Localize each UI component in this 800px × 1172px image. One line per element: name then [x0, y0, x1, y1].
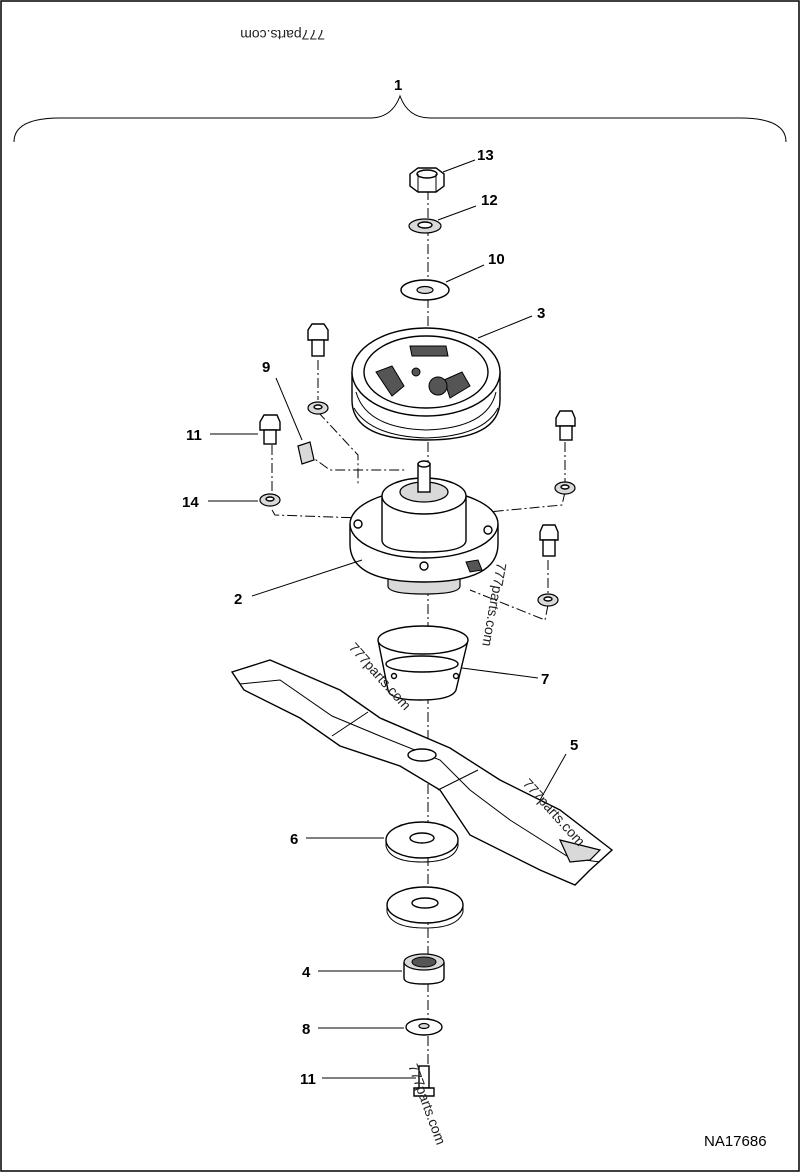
washer-part-8: [405, 1018, 443, 1036]
washer-lower: [386, 886, 464, 929]
right-bolt-paths: [469, 442, 566, 621]
callout-11-upper: 11: [186, 427, 202, 444]
bolt-upper-left: [307, 323, 329, 415]
bolt-part-11-lower: [413, 1065, 435, 1097]
bolt-part-11-upper: [259, 414, 281, 445]
callout-6: 6: [290, 831, 298, 848]
callout-3: 3: [537, 305, 545, 322]
callout-14: 14: [182, 494, 199, 511]
lock-washer-part-12: [408, 218, 442, 234]
leader-12: [437, 205, 477, 221]
callout-5: 5: [570, 737, 578, 754]
nut-part-13: [409, 167, 445, 193]
pulley-part-3: [351, 327, 501, 441]
spindle-housing-part-2: [349, 460, 499, 595]
bolt-lower-right: [537, 524, 559, 607]
washer-part-6: [385, 821, 459, 863]
callout-7: 7: [541, 671, 549, 688]
callout-2: 2: [234, 591, 242, 608]
callout-11-lower: 11: [300, 1071, 316, 1088]
cup-part-7: [377, 625, 469, 701]
bolt-upper-right: [554, 410, 576, 495]
callout-9: 9: [262, 359, 270, 376]
drawing-code: NA17686: [704, 1133, 767, 1150]
callout-1: 1: [394, 77, 402, 94]
assembly-brace: [13, 94, 787, 143]
watermark-top: 777parts.com: [240, 27, 325, 43]
callout-4: 4: [302, 964, 311, 981]
leader-7: [461, 667, 539, 679]
callout-12: 12: [481, 192, 498, 209]
bushing-part-4: [403, 953, 445, 985]
flat-washer-part-10: [400, 279, 450, 301]
leader-5: [539, 753, 567, 801]
callout-10: 10: [488, 251, 505, 268]
leader-10: [445, 264, 485, 283]
watermark-housing: 777parts.com: [479, 561, 509, 647]
left-bolt-paths: [271, 360, 361, 519]
callout-13: 13: [477, 147, 494, 164]
key-part-9: [297, 441, 315, 465]
callout-8: 8: [302, 1021, 310, 1038]
key-path: [304, 451, 405, 471]
leader-9: [275, 377, 303, 441]
leader-3: [477, 315, 533, 339]
leader-13: [442, 159, 476, 173]
lock-washer-part-14: [259, 493, 281, 507]
leader-2: [251, 559, 363, 597]
blade-part-5: [230, 659, 614, 886]
